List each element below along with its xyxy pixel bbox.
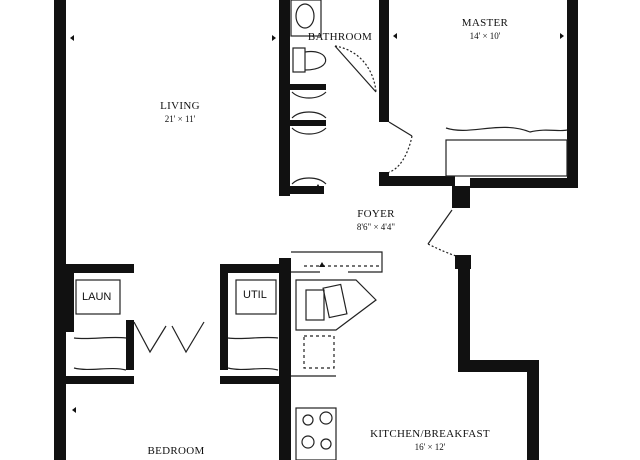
wall-entry-jamb-top <box>452 186 470 208</box>
room-name: BEDROOM <box>147 445 205 457</box>
entry-door-swing <box>427 243 457 257</box>
room-label-kitchen: KITCHEN/BREAKFAST 16' × 12' <box>365 428 495 452</box>
arrow-icon <box>315 184 321 189</box>
room-dimensions: 14' × 10' <box>469 31 501 41</box>
room-label-bathroom: BATHROOM <box>300 31 380 43</box>
toilet-icon <box>304 50 327 71</box>
wall-utility-jamb <box>220 320 228 370</box>
wall-bathroom-master <box>379 0 389 122</box>
master-door-swing <box>388 135 413 173</box>
bathroom-door-swing <box>334 45 377 93</box>
wall-laundry-top <box>66 264 134 273</box>
arrow-icon <box>269 378 275 383</box>
bifold-door-icon <box>133 321 205 354</box>
laundry-machine <box>75 279 121 315</box>
wall-laundry-left <box>66 264 74 332</box>
toilet-tank <box>292 47 306 73</box>
wall-master-bottom-left <box>379 176 455 186</box>
dimension-markers <box>70 33 564 413</box>
closet-left-doors <box>73 336 127 371</box>
wall-closet-right-bottom <box>220 376 290 384</box>
utility-label: UTIL <box>243 289 267 301</box>
kitchen-upper-counter <box>291 251 383 273</box>
burner-icon <box>302 414 314 426</box>
closet-right-doors <box>227 336 279 371</box>
stove <box>295 407 337 460</box>
wall-closet-left-bottom <box>66 376 134 384</box>
sink-bowl-right <box>322 283 348 319</box>
burner-icon <box>319 411 333 425</box>
room-dimensions: 16' × 12' <box>414 442 446 452</box>
closet-doors-b <box>291 127 327 185</box>
closet-doors-a <box>291 91 327 119</box>
room-label-foyer: FOYER 8'6" × 4'4" <box>336 208 416 232</box>
room-name: KITCHEN/BREAKFAST <box>370 428 490 440</box>
wall-utility-left <box>220 264 228 332</box>
dishwasher <box>303 335 335 369</box>
entry-door-icon <box>427 209 453 245</box>
master-door-icon <box>388 121 413 137</box>
room-label-bedroom: BEDROOM <box>136 445 216 457</box>
sink-icon <box>295 3 315 29</box>
wall-laundry-jamb <box>126 320 134 370</box>
arrow-icon <box>272 35 276 41</box>
laundry-label: LAUN <box>82 291 112 303</box>
room-name: FOYER <box>357 208 395 220</box>
arrow-icon <box>70 35 74 41</box>
fixtures <box>73 0 568 460</box>
utility-box <box>235 279 277 315</box>
master-wardrobe-doors <box>445 126 568 133</box>
arrow-icon <box>319 262 325 267</box>
wall-master-bottom-right <box>470 178 578 188</box>
arrow-icon <box>560 33 564 39</box>
wall-living-bathroom <box>279 0 290 196</box>
room-name: LIVING <box>160 100 200 112</box>
sink-bowl-left <box>305 289 325 321</box>
arrow-icon <box>393 33 397 39</box>
wall-left-exterior <box>54 0 66 460</box>
wall-kitchen-jog <box>458 360 538 372</box>
room-name: BATHROOM <box>307 31 373 43</box>
wall-kitchen-left <box>279 258 291 460</box>
kitchen-island <box>295 279 377 331</box>
wall-bath-closet-bottom <box>290 186 324 194</box>
room-name: MASTER <box>461 17 509 29</box>
room-label-master: MASTER 14' × 10' <box>445 17 525 41</box>
room-dimensions: 21' × 11' <box>164 114 196 124</box>
burner-icon <box>320 438 332 450</box>
wall-kitchen-right-lower <box>527 360 539 460</box>
master-wardrobe <box>445 139 568 177</box>
wall-stub-master <box>379 172 389 186</box>
wall-utility-top <box>220 264 290 273</box>
bathroom-vanity <box>290 0 322 37</box>
wall-bath-closet-b <box>290 120 326 126</box>
bathroom-door-icon <box>334 45 377 93</box>
room-dimensions: 8'6" × 4'4" <box>356 222 396 232</box>
wall-bath-closet-a <box>290 84 326 90</box>
wall-master-right <box>567 0 578 188</box>
walls <box>54 0 578 460</box>
arrow-icon <box>72 407 76 413</box>
room-label-living: LIVING 21' × 11' <box>140 100 220 124</box>
burner-icon <box>301 435 315 449</box>
wall-kitchen-right-upper <box>458 262 470 370</box>
